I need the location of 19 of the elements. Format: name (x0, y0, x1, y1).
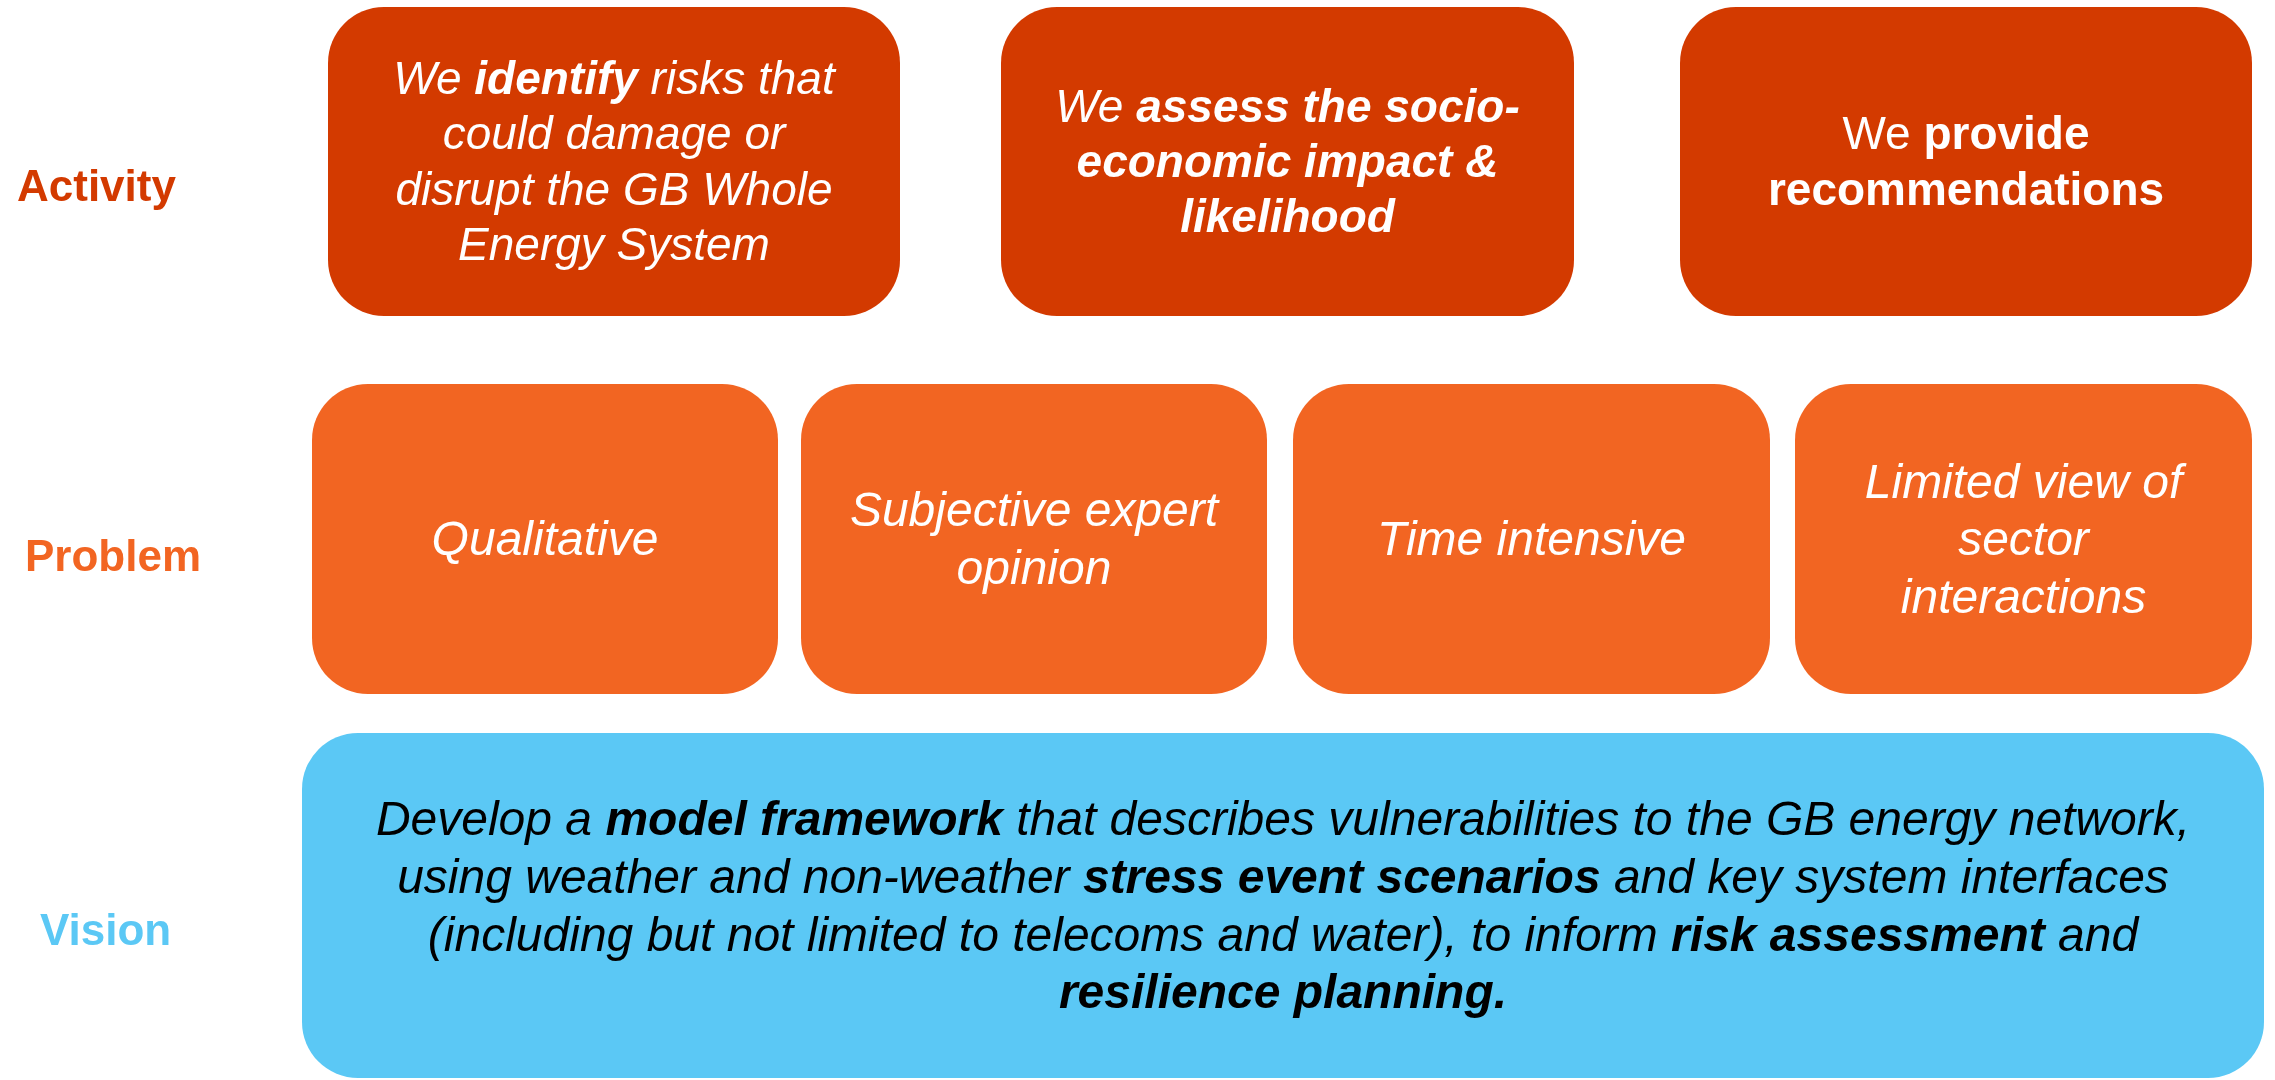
rounded-box (302, 733, 2264, 1078)
rounded-box (801, 384, 1267, 694)
box-text: We provide recommendations (1766, 106, 2166, 217)
rounded-box (1001, 7, 1574, 316)
box-text: We assess the socio-economic impact & likelihood (1054, 78, 1521, 245)
rounded-box (328, 7, 900, 316)
box-text: Limited view of sector interactions (1835, 452, 2212, 626)
box-text: Qualitative (431, 511, 659, 568)
box-text: Develop a model framework that describes vulnerabilities to the GB energy network, using weather and non-weather stress event scenarios and key system interfaces (including but not limited to telecoms and water), to inform risk assessment and resilience planning. (374, 791, 2192, 1021)
row-label: Activity (17, 161, 176, 211)
row-label: Vision (40, 905, 172, 955)
box-text: We identify risks that could damage or disrupt the GB Whole Energy System (392, 51, 838, 272)
row-label: Problem (25, 531, 202, 581)
rounded-box (1795, 384, 2252, 694)
box-text: Subjective expert opinion (848, 482, 1221, 596)
rounded-box (312, 384, 778, 694)
box-text: Time intensive (1377, 511, 1686, 568)
rounded-box (1293, 384, 1770, 694)
rounded-box (1680, 7, 2252, 316)
